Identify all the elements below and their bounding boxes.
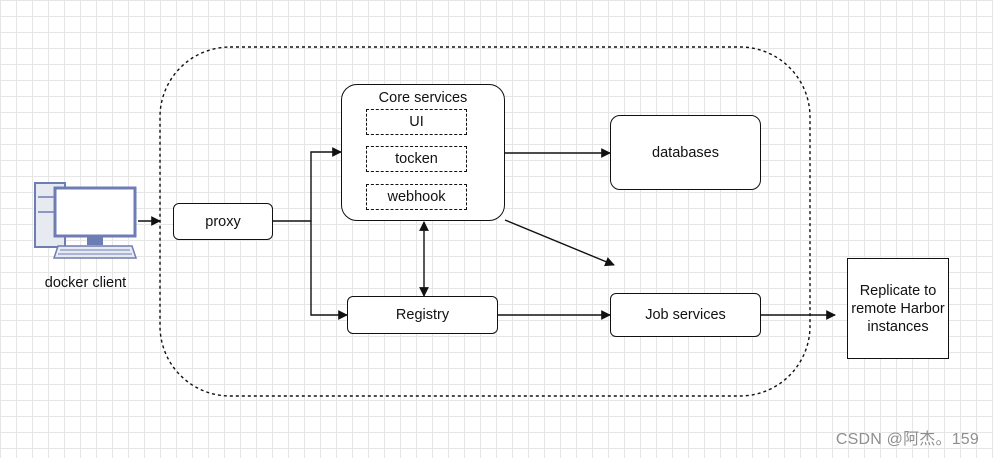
core-services-title: Core services — [378, 90, 468, 106]
arrow-proxy-core — [273, 147, 342, 222]
registry-node: Registry — [347, 296, 498, 334]
arrow-proxy-registry — [310, 221, 348, 320]
arrow-core-job — [504, 219, 615, 267]
databases-node: databases — [610, 115, 761, 190]
replicate-node: Replicate to remote Harbor instances — [847, 258, 949, 359]
webhook-component: webhook — [366, 184, 467, 210]
token-component: tocken — [366, 146, 467, 172]
watermark: CSDN @阿杰。159 — [835, 431, 979, 448]
ui-component: UI — [366, 109, 467, 135]
proxy-node: proxy — [173, 203, 273, 240]
docker-client-label: docker client — [44, 275, 127, 291]
job-services-node: Job services — [610, 293, 761, 337]
computer-icon — [34, 182, 138, 259]
